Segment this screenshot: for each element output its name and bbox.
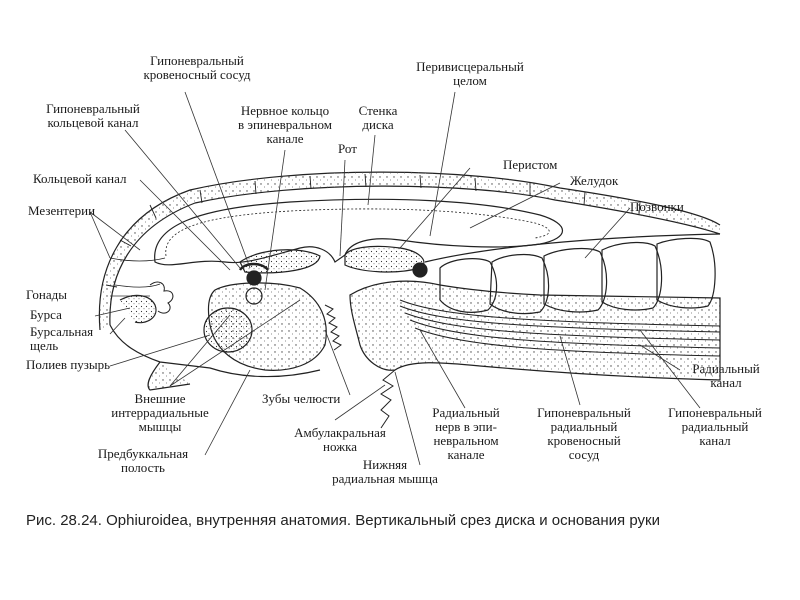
label-jaw-teeth: Зубы челюсти — [262, 391, 341, 406]
gonads — [149, 281, 174, 314]
label-mouth: Рот — [338, 141, 357, 156]
oral-membrane-left — [239, 249, 321, 274]
label-peristome: Перистом — [503, 157, 558, 172]
label-gonads: Гонады — [26, 287, 67, 302]
oral-plates — [109, 324, 321, 378]
radial-canals — [399, 299, 721, 357]
jaw-teeth — [324, 304, 342, 351]
label-bursa: Бурса — [30, 307, 62, 322]
label-mesenteries: Мезентерии — [28, 203, 96, 218]
label-ring-canal: Кольцевой канал — [33, 171, 127, 186]
label-vertebrae: Позвонки — [630, 199, 684, 214]
tube-foot — [380, 369, 396, 429]
label-polian-vesicle: Полиев пузырь — [26, 357, 111, 372]
peristome-membrane — [344, 245, 425, 273]
leader-lines — [89, 91, 701, 466]
arm-top-wall — [424, 233, 721, 263]
disc-inner-wall — [109, 185, 721, 326]
disc-wall-plates — [105, 173, 641, 288]
stomach-inner — [165, 208, 550, 257]
label-stomach: Желудок — [570, 173, 619, 188]
nerve-ring — [246, 270, 262, 286]
ring-vessel — [238, 262, 269, 271]
polian-vesicle — [203, 307, 253, 353]
figure-caption: Рис. 28.24. Ophiuroidea, внутренняя анат… — [26, 512, 660, 529]
vertebrae-row — [439, 237, 716, 315]
